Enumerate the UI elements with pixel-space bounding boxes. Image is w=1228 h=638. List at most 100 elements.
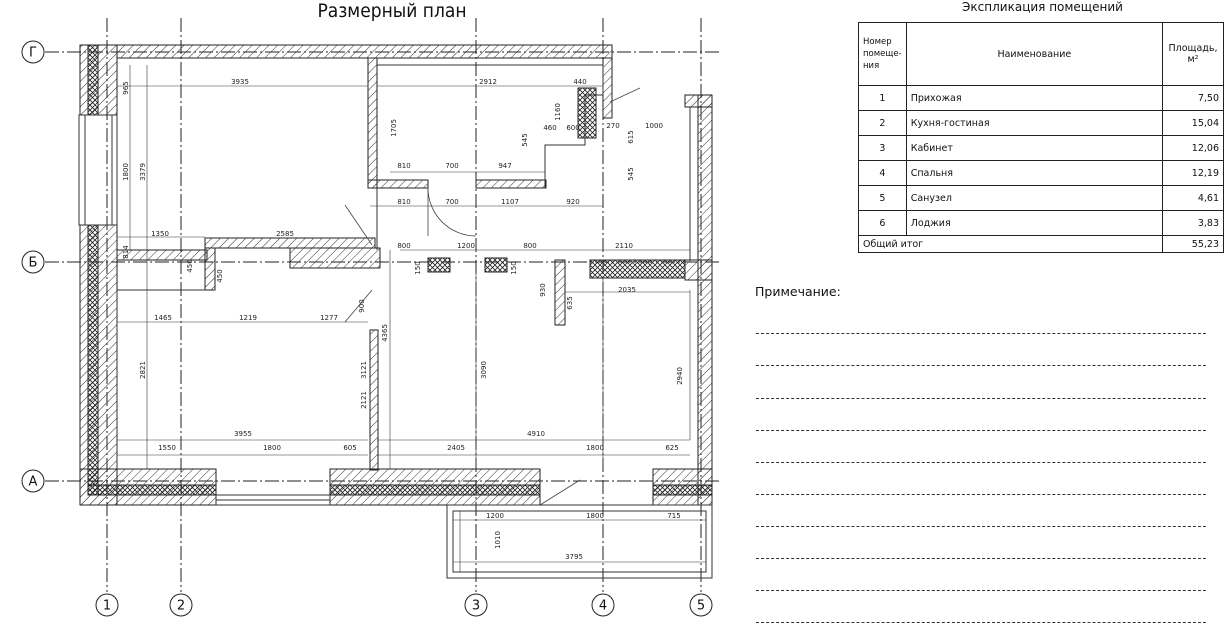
note-line: [756, 333, 1206, 334]
axis-bubble-g: [21, 40, 45, 64]
axis-label-2: 2: [177, 599, 185, 614]
dim-text: 1465: [154, 314, 172, 322]
table-row: 2 Кухня-гостиная 15,04: [858, 110, 1224, 136]
axis-label-5: 5: [697, 599, 705, 614]
dim-text: 1219: [239, 314, 257, 322]
axis-bubble-5: [689, 593, 713, 617]
dim-text: 2912: [479, 78, 497, 86]
dim-text: 3379: [139, 163, 147, 181]
dim-text: 605: [343, 444, 356, 452]
dim-text: 715: [667, 512, 680, 520]
dim-text: 930: [539, 283, 547, 296]
dim-text: 625: [665, 444, 678, 452]
dim-text: 1800: [586, 444, 604, 452]
dim-text: 1705: [390, 119, 398, 137]
dim-text: 1277: [320, 314, 338, 322]
axis-label-4: 4: [599, 599, 607, 614]
axis-label-a: А: [29, 475, 38, 490]
dim-text: 615: [627, 130, 635, 143]
grid-axes: [45, 18, 720, 592]
note-line: [756, 398, 1206, 399]
row-name: Спальня: [905, 160, 1164, 186]
window-bottom: [215, 494, 331, 506]
dim-text: 1550: [158, 444, 176, 452]
table-row: 3 Кабинет 12,06: [858, 135, 1224, 161]
dimension-lines: [117, 65, 706, 572]
dim-text: 965: [122, 81, 130, 94]
dim-text: 1800: [263, 444, 281, 452]
axis-bubble-b: [21, 250, 45, 274]
axis-bubbles: [21, 40, 713, 617]
row-area: 12,06: [1162, 135, 1224, 161]
note-line: [756, 590, 1206, 591]
header-area: Площадь, м²: [1162, 22, 1224, 86]
dim-text: 947: [498, 162, 511, 170]
dim-text: 270: [606, 122, 619, 130]
dim-text: 1160: [554, 103, 562, 121]
room-outlines: [116, 64, 691, 469]
dim-text: 2821: [139, 361, 147, 379]
dim-text: 2121: [360, 391, 368, 409]
dim-text: 1800: [586, 512, 604, 520]
explication-table: Номер помеще-ния Наименование Площадь, м…: [858, 22, 1224, 253]
axis-bubble-1: [95, 593, 119, 617]
note-line: [756, 462, 1206, 463]
row-number: 4: [858, 160, 907, 186]
dim-text: 2405: [447, 444, 465, 452]
axis-label-1: 1: [103, 599, 111, 614]
dim-text: 150: [414, 261, 422, 274]
dim-text: 4365: [381, 324, 389, 342]
row-number: 5: [858, 185, 907, 211]
explication-title: Экспликация помещений: [962, 0, 1123, 14]
row-area: 4,61: [1162, 185, 1224, 211]
total-value: 55,23: [1162, 235, 1224, 253]
note-line: [756, 558, 1206, 559]
dim-text: 600: [566, 124, 579, 132]
dim-text: 800: [397, 242, 410, 250]
dim-text: 700: [445, 162, 458, 170]
dim-text: 1800: [122, 163, 130, 181]
dim-text: 2110: [615, 242, 633, 250]
table-total-row: Общий итог 55,23: [858, 235, 1224, 253]
row-name: Прихожая: [905, 85, 1164, 111]
row-name: Лоджия: [905, 210, 1164, 236]
dim-text: 4910: [527, 430, 545, 438]
axis-label-g: Г: [29, 46, 37, 61]
dim-text: 900: [358, 299, 366, 312]
loggia: [446, 504, 713, 579]
header-name: Наименование: [905, 22, 1164, 86]
row-name: Кабинет: [905, 135, 1164, 161]
dim-text: 440: [573, 78, 586, 86]
table-header-row: Номер помеще-ния Наименование Площадь, м…: [858, 22, 1224, 86]
note-line: [756, 430, 1206, 431]
table-row: 1 Прихожая 7,50: [858, 85, 1224, 111]
note-label: Примечание:: [755, 284, 841, 299]
dim-text: 2940: [676, 367, 684, 385]
walls-masonry: [87, 44, 713, 496]
dim-text: 1200: [486, 512, 504, 520]
row-number: 2: [858, 110, 907, 136]
dim-text: 810: [397, 198, 410, 206]
window-left: [78, 114, 118, 226]
dim-text: 635: [566, 296, 574, 309]
table-row: 5 Санузел 4,61: [858, 185, 1224, 211]
dim-text: 920: [566, 198, 579, 206]
plan-title: Размерный план: [317, 0, 467, 22]
axis-label-b: Б: [29, 256, 38, 271]
dim-text: 545: [521, 133, 529, 146]
row-name: Санузел: [905, 185, 1164, 211]
note-line: [756, 365, 1206, 366]
dim-text: 3090: [480, 361, 488, 379]
axis-label-3: 3: [472, 599, 480, 614]
dim-text: 150: [510, 261, 518, 274]
floor-plan-drawing: Г Б А 1 2 3 4 5: [21, 18, 720, 617]
dim-text: 545: [627, 167, 635, 180]
dim-text: 1010: [494, 531, 502, 549]
note-line: [756, 622, 1206, 623]
dim-text: 814: [122, 245, 130, 259]
door-swings: [344, 87, 641, 506]
dim-text: 460: [543, 124, 556, 132]
header-number: Номер помеще-ния: [858, 22, 907, 86]
axis-bubble-a: [21, 469, 45, 493]
row-number: 3: [858, 135, 907, 161]
